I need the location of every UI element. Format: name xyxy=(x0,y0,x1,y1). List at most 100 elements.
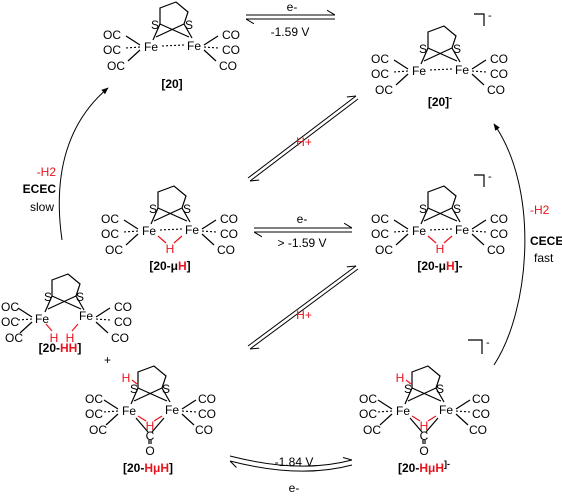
atom-s: S xyxy=(419,42,427,56)
ligand-co: CO xyxy=(222,28,240,42)
ligand-co: OC xyxy=(103,28,121,42)
compound-label-20-muH: [20-μH] xyxy=(149,259,190,273)
ligand-co: CO xyxy=(111,331,129,345)
atom-fe: Fe xyxy=(35,312,49,326)
pathway-name: CECE xyxy=(530,234,562,248)
compound-label-20-HmuH: [20-HμH] xyxy=(123,461,173,475)
bridging-carbonyl-c: C xyxy=(420,429,429,443)
atom-fe: Fe xyxy=(122,404,136,418)
atom-s: S xyxy=(453,42,461,56)
atom-s: S xyxy=(76,290,84,304)
atom-s: S xyxy=(162,382,170,396)
ligand-co: OC xyxy=(375,83,393,97)
ligand-co: CO xyxy=(490,227,508,241)
ligand-co: OC xyxy=(5,331,23,345)
atom-s: S xyxy=(149,202,157,216)
atom-fe-left: Fe xyxy=(144,40,158,54)
equilibrium-protonation-upper: H+ xyxy=(247,96,359,181)
atom-s: S xyxy=(453,202,461,216)
bridging-carbonyl-o: O xyxy=(419,444,428,458)
equilibrium-reduction-middle: e- > -1.59 V xyxy=(254,212,352,250)
compound-label-20-HH: [20-HH] xyxy=(39,341,82,355)
sulfur-proton: H xyxy=(122,371,131,385)
charge-sign: - xyxy=(486,337,490,349)
ligand-co: OC xyxy=(371,227,389,241)
ligand-co: OC xyxy=(359,407,377,421)
ligand-co: OC xyxy=(371,67,389,81)
pathway-ecec: -H2 ECEC slow xyxy=(23,87,109,241)
charge-bracket xyxy=(474,174,485,187)
atom-fe: Fe xyxy=(412,224,426,238)
ligand-co: CO xyxy=(487,243,505,257)
atom-s: S xyxy=(404,382,412,396)
atom-s: S xyxy=(44,290,52,304)
pathway-cece: -H2 CECE fast xyxy=(493,123,562,366)
atom-fe: Fe xyxy=(185,223,199,237)
molecule-20-muH: S S Fe Fe H OC OC OC CO CO CO [20-μH] xyxy=(101,185,238,273)
ligand-co: OC xyxy=(363,423,381,437)
ligand-co: OC xyxy=(101,227,119,241)
plus-sign: + xyxy=(104,353,111,367)
atom-fe-right: Fe xyxy=(187,39,201,53)
ligand-co: OC xyxy=(375,243,393,257)
ligand-co: CO xyxy=(195,423,213,437)
ligand-co: OC xyxy=(359,392,377,406)
h2-loss-label: -H2 xyxy=(37,165,57,179)
atom-s: S xyxy=(436,382,444,396)
bridging-hydride: H xyxy=(146,419,155,433)
equilibrium-reduction-bottom: -1.84 V e- xyxy=(230,455,353,495)
atom-fe: Fe xyxy=(439,403,453,417)
ligand-co: CO xyxy=(217,243,235,257)
ligand-co: CO xyxy=(219,59,237,73)
ligand-co: CO xyxy=(490,52,508,66)
ligand-co: OC xyxy=(1,300,19,314)
compound-label-20-HmuH-anion: [20-HμH]- xyxy=(398,459,450,475)
molecule-20-anion: S S Fe Fe OC OC OC CO CO CO - [20]- xyxy=(371,10,508,109)
atom-fe: Fe xyxy=(455,63,469,77)
bridging-hydride: H xyxy=(166,242,175,256)
ligand-co: CO xyxy=(472,407,490,421)
atom-s: S xyxy=(419,202,427,216)
equilibrium-protonation-lower: H+ xyxy=(247,266,359,349)
equilibrium-reduction-top: e- -1.59 V xyxy=(246,0,335,39)
proton-label: H+ xyxy=(296,135,312,149)
proton-label: H+ xyxy=(296,308,312,322)
atom-s-right: S xyxy=(185,18,193,32)
ligand-co: OC xyxy=(105,243,123,257)
pathway-name: ECEC xyxy=(23,182,57,196)
potential-label: -1.84 V xyxy=(275,455,314,469)
charge-sign: - xyxy=(488,10,492,22)
electron-label: e- xyxy=(289,481,300,495)
pathway-rate: slow xyxy=(30,200,54,214)
atom-fe: Fe xyxy=(79,309,93,323)
compound-label-20-anion: [20]- xyxy=(428,93,452,109)
ligand-co: OC xyxy=(103,43,121,57)
atom-fe: Fe xyxy=(412,64,426,78)
terminal-hydride: H xyxy=(50,331,59,345)
atom-fe: Fe xyxy=(455,223,469,237)
ligand-co: CO xyxy=(220,227,238,241)
sulfur-proton: H xyxy=(396,371,405,385)
ligand-co: CO xyxy=(114,315,132,329)
bridging-carbonyl-o: O xyxy=(145,444,154,458)
ligand-co: OC xyxy=(85,407,103,421)
bridging-hydride: H xyxy=(436,242,445,256)
compound-label-20-muH-anion: [20-μH]- xyxy=(417,259,462,273)
molecule-20: S S Fe Fe OC OC OC CO CO CO [20] xyxy=(103,1,240,91)
compound-label-20: [20] xyxy=(161,77,182,91)
atom-s: S xyxy=(183,202,191,216)
atom-s: S xyxy=(130,382,138,396)
ligand-co: OC xyxy=(101,212,119,226)
molecule-20-HmuH: H S S Fe Fe H C O OC OC OC CO CO CO [20-… xyxy=(85,365,216,475)
charge-bracket xyxy=(468,339,483,354)
molecule-20-HH: S S Fe Fe H H OC OC OC CO CO CO [20-HH] xyxy=(1,273,132,355)
h2-loss-label: -H2 xyxy=(530,203,550,217)
ligand-co: OC xyxy=(107,59,125,73)
bridging-carbonyl-c: C xyxy=(146,429,155,443)
ligand-co: CO xyxy=(198,407,216,421)
ligand-co: CO xyxy=(490,212,508,226)
atom-fe: Fe xyxy=(142,224,156,238)
charge-bracket xyxy=(474,13,485,26)
charge-sign: - xyxy=(488,171,492,183)
